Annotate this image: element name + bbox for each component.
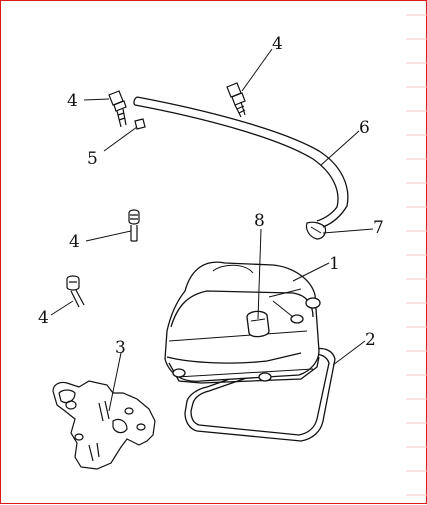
valve-cover-part — [164, 261, 321, 384]
callout-label-4-upper-left: 4 — [67, 91, 78, 111]
callout-label-6: 6 — [359, 118, 370, 138]
callout-label-2: 2 — [365, 330, 376, 350]
callout-label-4-middle-left: 4 — [69, 232, 80, 252]
cylinder-head-plate-part — [52, 380, 156, 470]
leader-lines — [50, 48, 374, 412]
callout-labels: 4 4 5 6 7 8 1 4 4 2 3 — [38, 34, 384, 358]
callout-label-4-top: 4 — [272, 34, 283, 54]
callout-label-3: 3 — [115, 338, 126, 358]
callout-label-8: 8 — [254, 211, 265, 231]
washer-part — [134, 118, 146, 130]
callout-label-4-lower-left: 4 — [38, 308, 49, 328]
bolt-part-top — [226, 82, 246, 118]
margin-rule-lines — [406, 14, 427, 496]
breather-hose-part — [133, 96, 349, 240]
callout-label-5: 5 — [87, 149, 98, 169]
bolt-part-upper-left — [108, 90, 127, 128]
callout-label-7: 7 — [373, 218, 384, 238]
bolt-part-lower-left — [66, 275, 85, 308]
gasket-part — [184, 347, 336, 442]
callout-label-1: 1 — [329, 254, 340, 274]
bolt-part-middle-left — [128, 209, 140, 242]
